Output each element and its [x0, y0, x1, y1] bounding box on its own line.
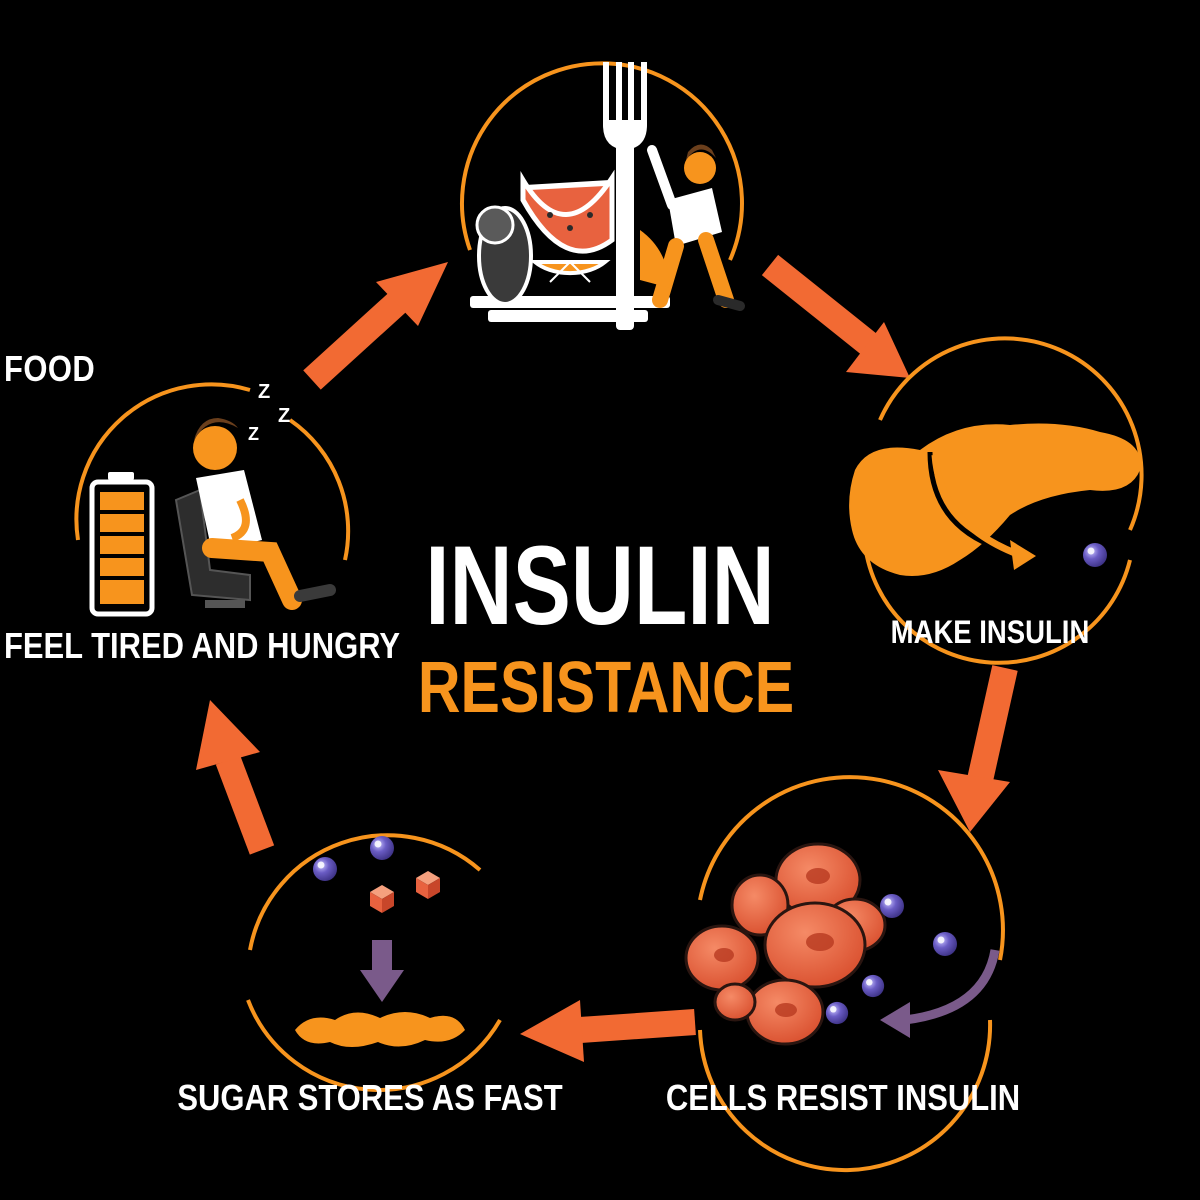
arrow-insulin-to-cells	[938, 665, 1018, 832]
cells-icon	[684, 842, 1000, 1046]
svg-text:Z: Z	[258, 381, 270, 403]
arrow-storage-to-tired	[196, 700, 275, 855]
arrow-eat-to-insulin	[761, 254, 910, 378]
glucose-molecule	[370, 836, 394, 860]
insulin-molecule	[861, 974, 885, 998]
step-label-make-insulin: MAKE INSULIN	[891, 615, 1090, 650]
fork-food-person-icon	[470, 62, 745, 330]
glucose-molecule	[313, 857, 337, 881]
step-label-feel-tired: FEEL TIRED AND HUNGRY	[4, 627, 400, 667]
sugar-cube	[370, 885, 394, 913]
battery-icon	[89, 472, 155, 617]
step-feel-tired-and-hungry: Z Z Z FEEL TIRED AND HUNGRY	[4, 381, 400, 667]
diagram-subtitle: RESISTANCE	[417, 648, 795, 728]
step-label-cells-resist-insulin: CELLS RESIST INSULIN	[666, 1079, 1020, 1119]
step-cells-resist-insulin: CELLS RESIST INSULIN	[666, 775, 1020, 1173]
svg-text:Z: Z	[278, 405, 290, 427]
step-sugar-stores-as-fat: SUGAR STORES AS FAST	[177, 833, 563, 1119]
insulin-molecule	[1083, 543, 1107, 567]
step-label-sugar-stores: SUGAR STORES AS FAST	[177, 1079, 563, 1119]
arrow-cells-to-storage	[520, 1000, 696, 1062]
insulin-molecule	[825, 1001, 849, 1025]
insulin-molecule	[880, 894, 904, 918]
step-make-insulin: MAKE INSULIN	[849, 336, 1144, 665]
step-label-eat-food: EAT FOOD	[0, 350, 95, 390]
insulin-molecule	[933, 932, 957, 956]
pancreas-icon	[849, 423, 1141, 576]
arrow-tired-to-eat	[303, 262, 448, 390]
diagram-title: INSULIN	[425, 523, 775, 648]
tired-battery-icon: Z Z Z	[89, 381, 336, 617]
step-eat-food: EAT FOOD	[0, 61, 745, 390]
sugar-cube	[416, 871, 440, 899]
svg-text:Z: Z	[248, 424, 259, 444]
fat-storage-icon	[295, 836, 465, 1047]
